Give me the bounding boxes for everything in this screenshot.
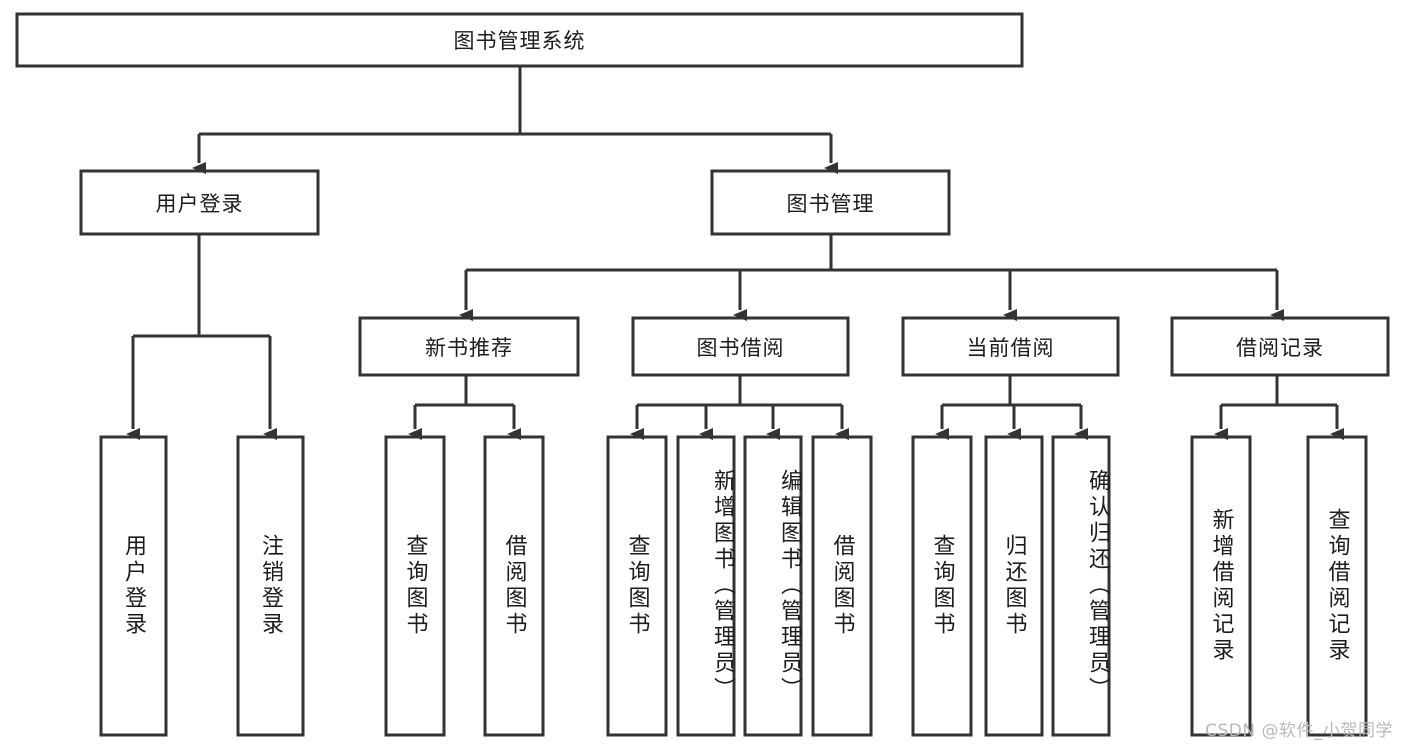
leaf-box-record-add[interactable]: [1190, 435, 1252, 737]
leaf-box-borrow-add[interactable]: [676, 435, 736, 737]
node-box-new-book-recommend[interactable]: [358, 316, 580, 377]
leaf-box-current-query[interactable]: [911, 435, 973, 737]
leaf-box-recommend-query[interactable]: [384, 435, 446, 737]
node-box-user-login[interactable]: [79, 169, 320, 236]
leaf-box-recommend-borrow[interactable]: [483, 435, 545, 737]
leaf-box-borrow-lend[interactable]: [811, 435, 873, 737]
leaf-box-current-return[interactable]: [984, 435, 1044, 737]
node-box-borrow-record[interactable]: [1170, 316, 1390, 377]
node-box-book-management[interactable]: [710, 169, 951, 236]
node-box-current-borrow[interactable]: [901, 316, 1120, 377]
node-box-root[interactable]: [15, 12, 1024, 68]
leaf-box-borrow-query[interactable]: [606, 435, 668, 737]
leaf-box-current-confirm[interactable]: [1051, 435, 1111, 737]
node-box-book-borrow[interactable]: [631, 316, 850, 377]
leaf-box-record-query[interactable]: [1306, 435, 1368, 737]
leaf-box-user-login-logout[interactable]: [236, 435, 305, 737]
leaf-box-borrow-edit[interactable]: [743, 435, 803, 737]
leaf-box-user-login-login[interactable]: [99, 435, 168, 737]
